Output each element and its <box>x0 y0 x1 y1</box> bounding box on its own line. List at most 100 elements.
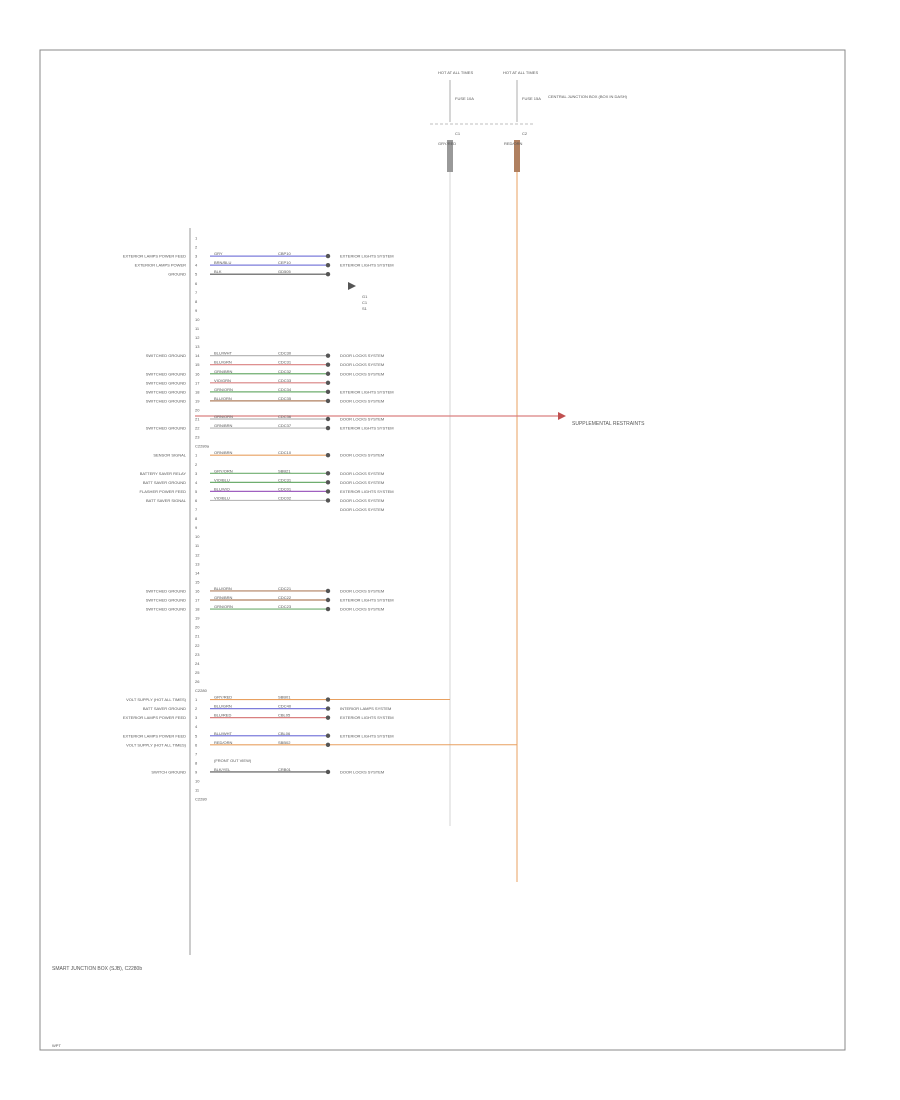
fuse-right: HOT AT ALL TIMES FUSE 15A CENTRAL JUNCTI… <box>503 70 628 172</box>
fuse-right-connector <box>514 140 520 172</box>
pin-function-label: SWITCHED GROUND <box>146 353 186 358</box>
pin-number: 3 <box>195 715 198 720</box>
wire-color-code: GRY/RED <box>214 695 232 700</box>
circuit-id: CDC22 <box>278 595 292 600</box>
pin-number: 4 <box>195 724 198 729</box>
connector-row: 25 <box>195 670 200 675</box>
destination-label: DOOR LOCKS SYSTEM <box>340 471 384 476</box>
connector-row: 26 <box>195 679 200 684</box>
circuit-id: CBL06 <box>278 731 291 736</box>
destination-label: DOOR LOCKS SYSTEM <box>340 588 384 593</box>
pin-number: 11 <box>195 543 200 548</box>
wire-color-code: BLK/YEL <box>214 767 231 772</box>
connector-row: 10 <box>195 779 200 784</box>
pin-number: 12 <box>195 335 200 340</box>
pin-number: 5 <box>195 489 198 494</box>
pin-number: 6 <box>195 498 198 503</box>
pin-function-label: BATT SAVER SIGNAL <box>146 498 187 503</box>
destination-label: DOOR LOCKS SYSTEM <box>340 453 384 458</box>
circuit-id: CBL05 <box>278 713 291 718</box>
destination-label: DOOR LOCKS SYSTEM <box>340 480 384 485</box>
fuse-right-note: CENTRAL JUNCTION BOX (BOX IN DASH) <box>548 94 628 99</box>
destination-label: DOOR LOCKS SYSTEM <box>340 417 384 422</box>
wire-color-code: BLU/WHT <box>214 731 233 736</box>
circuit-id: CEP10 <box>278 260 291 265</box>
pin-number: 7 <box>195 751 198 756</box>
connector-row: 10 <box>195 534 200 539</box>
ground-callout: G1 C1 S1 <box>348 282 368 311</box>
destination-label: DOOR LOCKS SYSTEM <box>340 371 384 376</box>
pin-number: 23 <box>195 435 200 440</box>
pin-number: 9 <box>195 769 198 774</box>
connector-row: 7 <box>195 751 198 756</box>
connector-row: 11 <box>195 543 200 548</box>
circuit-id: CDC31 <box>278 360 292 365</box>
pin-number: 1 <box>195 453 198 458</box>
wire-terminal <box>325 588 331 594</box>
pin-function-label: SENSOR SIGNAL <box>153 453 186 458</box>
pin-number: 8 <box>195 760 198 765</box>
destination-label: EXTERIOR LIGHTS SYSTEM <box>340 254 394 259</box>
pin-function-label: SWITCHED GROUND <box>146 389 186 394</box>
pin-number: 19 <box>195 616 200 621</box>
circuit-id: SBB21 <box>278 468 291 473</box>
circuit-id: CDC01 <box>278 486 292 491</box>
pin-number: 16 <box>195 371 200 376</box>
pin-function-label: EXTERIOR LAMPS POWER <box>135 263 186 268</box>
pin-function-label: SWITCHED GROUND <box>146 380 186 385</box>
footer-label: WPT <box>52 1043 61 1048</box>
wire-color-code: BLU/RED <box>214 713 231 718</box>
wire-color-code: GRN/ORN <box>214 414 233 419</box>
circuit-id: CDC33 <box>278 378 292 383</box>
pin-number: 4 <box>195 480 198 485</box>
wire-color-code: GRN/BRN <box>214 423 233 428</box>
connector-row: 23 <box>195 652 200 657</box>
wire-terminal <box>325 489 331 494</box>
destination-label: DOOR LOCKS SYSTEM <box>340 498 384 503</box>
connector-row: 7 <box>195 290 198 295</box>
wire-color-code: VIO/BLU <box>214 495 230 500</box>
pin-number: 15 <box>195 362 200 367</box>
wire-terminal <box>325 769 331 775</box>
circuit-id: CDC10 <box>278 450 292 455</box>
circuit-id: SBB02 <box>278 740 291 745</box>
pin-function-label: VOLT SUPPLY (HOT ALL TIMES) <box>126 697 187 702</box>
circuit-id: CDC40 <box>278 704 292 709</box>
pin-number: 21 <box>195 417 200 422</box>
connector-row: 11 <box>195 326 200 331</box>
pin-number: 11 <box>195 788 200 793</box>
pin-function-label: BATTERY SAVER RELAY <box>140 471 187 476</box>
connector-row: 4 <box>195 724 198 729</box>
connector-row: C2280 <box>195 688 208 693</box>
pin-number: 20 <box>195 625 200 630</box>
wire-terminal <box>325 389 331 395</box>
pin-function-label: BATT SAVER GROUND <box>143 706 186 711</box>
wire-terminal <box>325 480 331 485</box>
wire-terminal <box>325 398 331 404</box>
pin-function-label: VOLT SUPPLY (HOT ALL TIMES) <box>126 742 187 747</box>
wire-color-code: BLU/WHT <box>214 351 233 356</box>
destination-label: EXTERIOR LIGHTS SYSTEM <box>340 598 394 603</box>
pin-number: 2 <box>195 245 198 250</box>
wire-terminal <box>325 715 331 720</box>
pin-number: 21 <box>195 634 200 639</box>
wire-color-code: (FRONT OUT VIEW) <box>214 758 252 763</box>
circuit-id: CDC31 <box>278 477 292 482</box>
pin-number: 17 <box>195 380 200 385</box>
wire-terminal <box>325 262 331 268</box>
pin-function-label: SWITCHED GROUND <box>146 426 186 431</box>
